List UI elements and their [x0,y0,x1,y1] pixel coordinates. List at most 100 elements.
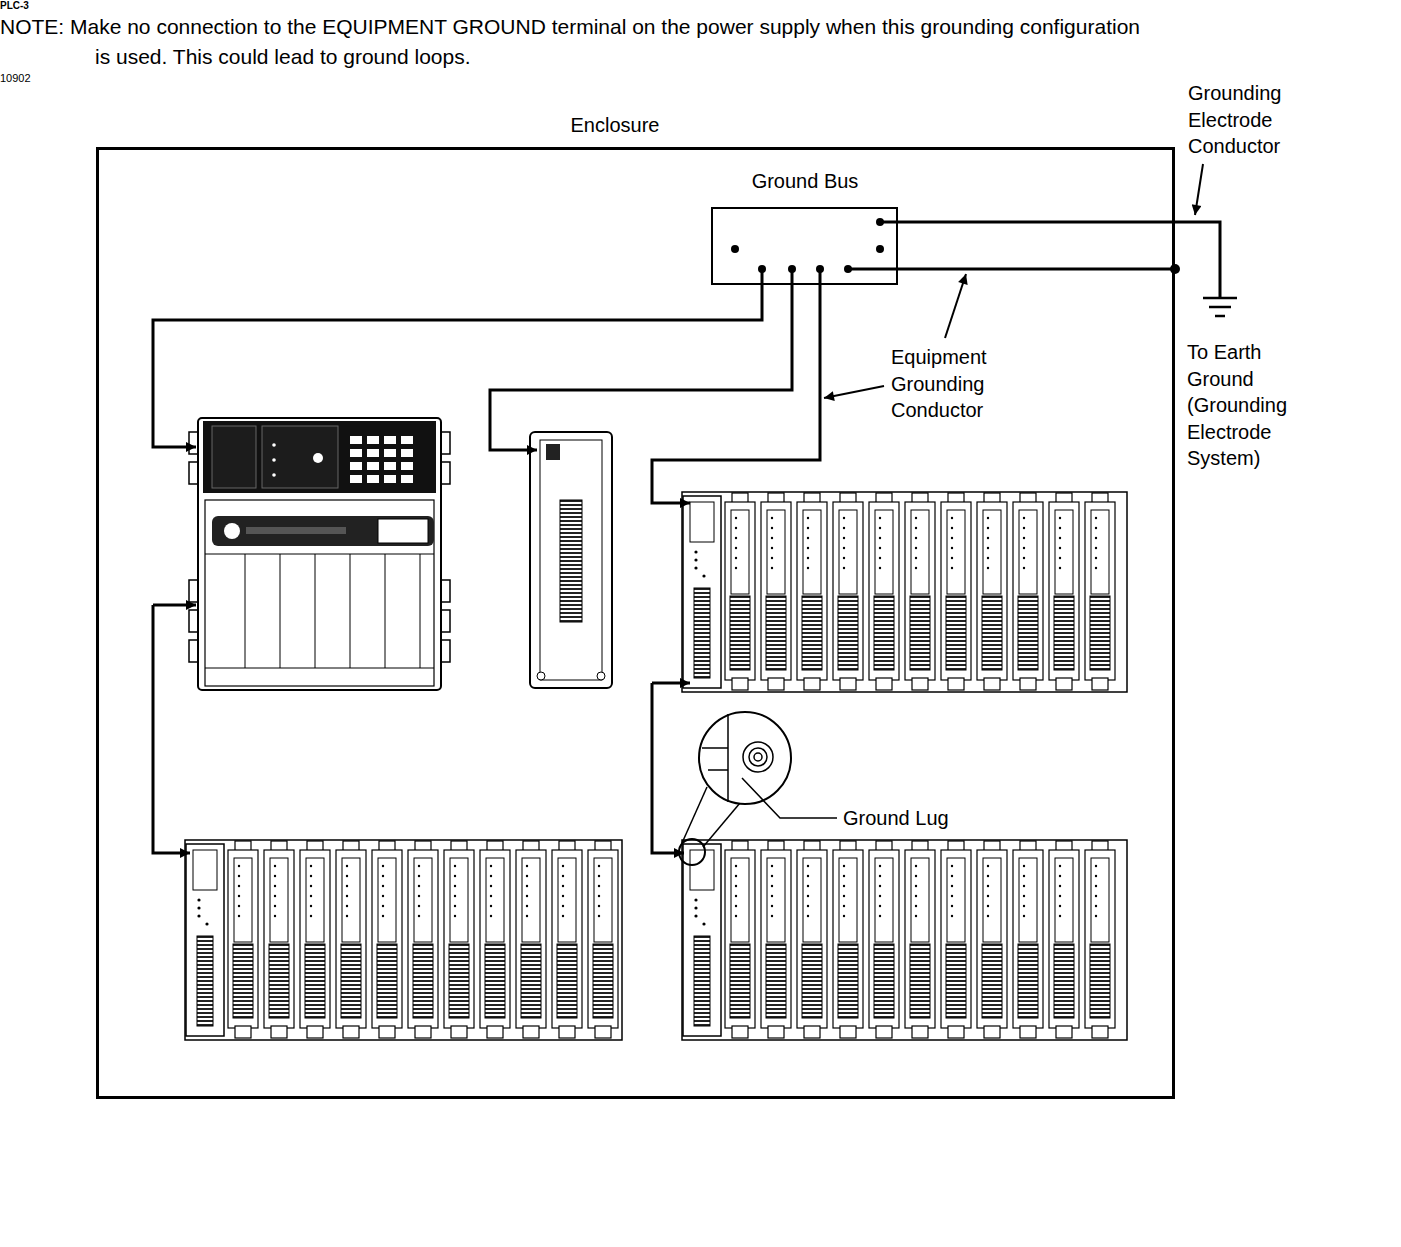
io-module [264,841,294,1038]
adapter [186,844,224,1036]
chassis-outline [198,418,441,690]
magnifier-circle [699,712,791,804]
io-module [444,841,474,1038]
io-module [372,841,402,1038]
leader-arrow [1195,164,1203,215]
logo-text: PLC-3 [0,0,1401,12]
io-module [977,841,1007,1038]
panel-section [212,426,256,488]
chassis-outline [682,492,1127,692]
supply-switch [546,444,560,460]
front-panel [203,421,436,493]
conductor-label: Equipment Grounding Conductor [891,344,987,424]
ground-lug-detail [679,712,837,865]
logo-lettering [246,527,346,534]
magnifier-line [703,803,740,847]
enclosure-box: Ground BusEnclosure [96,147,1175,1099]
lug-locator [679,839,705,865]
io-module [1013,493,1043,690]
chassis-edge [727,714,729,802]
io-module [797,493,827,690]
lug-ring [749,748,767,766]
node-heading: Ground Bus [752,169,859,193]
card-cage [205,500,434,686]
chassis-outline [682,840,1127,1040]
power-supply [530,432,612,688]
chassis-ground-wire [652,683,684,853]
bus-terminals [731,218,884,273]
io-module [833,493,863,690]
io-chassis [682,840,1127,1040]
io-module [516,841,546,1038]
io-module [1049,841,1079,1038]
io-module [228,841,258,1038]
plc3-processor-chassis [189,418,450,690]
io-module [480,841,510,1038]
logo-emblem [224,523,240,539]
mounting-hole [537,672,545,680]
logo-plate [378,519,428,543]
io-module [761,841,791,1038]
io-module [725,841,755,1038]
lug-screw [754,753,762,761]
io-module [1085,841,1115,1038]
io-module [941,493,971,690]
equipment-ground-wire [652,269,820,503]
io-module [725,493,755,690]
ground-bus-box: Ground Bus [711,207,898,285]
supply-terminals [560,500,582,622]
earth-ground-label: To Earth Ground (Grounding Electrode Sys… [1187,339,1287,472]
adapter [683,844,721,1036]
io-module [336,841,366,1038]
io-module [941,841,971,1038]
callout-arrows [824,164,1203,398]
io-module [1049,493,1079,690]
card-slots [205,554,434,668]
io-module [905,841,935,1038]
adapter [683,496,721,688]
logo-band [212,516,434,546]
conductor-label: Grounding Electrode Conductor [1188,80,1281,160]
chassis-ground-wire [153,604,196,607]
chassis-outline [185,840,622,1040]
io-module [869,841,899,1038]
io-module [1013,841,1043,1038]
status-leds [272,443,323,477]
mounting-hole [597,672,605,680]
io-module [588,841,618,1038]
equipment-ground-wire [490,269,792,450]
io-module [300,841,330,1038]
grounding-wires [153,222,1220,853]
io-module [408,841,438,1038]
io-module [905,493,935,690]
lug-leader [742,778,837,818]
earth-ground-symbol [1203,298,1237,316]
io-module [552,841,582,1038]
io-module [1085,493,1115,690]
io-chassis [682,492,1127,692]
leader-arrow [824,386,884,398]
chassis-ground-wire [153,605,190,853]
io-module [761,493,791,690]
io-module [833,841,863,1038]
supply-face [540,440,602,680]
io-chassis [185,840,622,1040]
panel-section [262,426,338,488]
io-module [977,493,1007,690]
chassis-edge [702,747,728,749]
chassis-ground-wire [652,682,690,685]
note-text: NOTE: Make no connection to the EQUIPMEN… [0,12,1160,72]
enclosure-bond-dot [1170,264,1180,274]
equipment-ground-wire [153,269,762,447]
leader-arrow [945,274,966,338]
node-heading: Enclosure [571,113,660,137]
chassis-edge [708,769,728,771]
magnifier-line [682,787,707,843]
supply-outline [530,432,612,688]
grounding-electrode-wire [880,222,1220,297]
keypad [350,436,413,483]
io-module [797,841,827,1038]
part-label: Ground Lug [843,805,949,832]
lug-ring [743,742,773,772]
